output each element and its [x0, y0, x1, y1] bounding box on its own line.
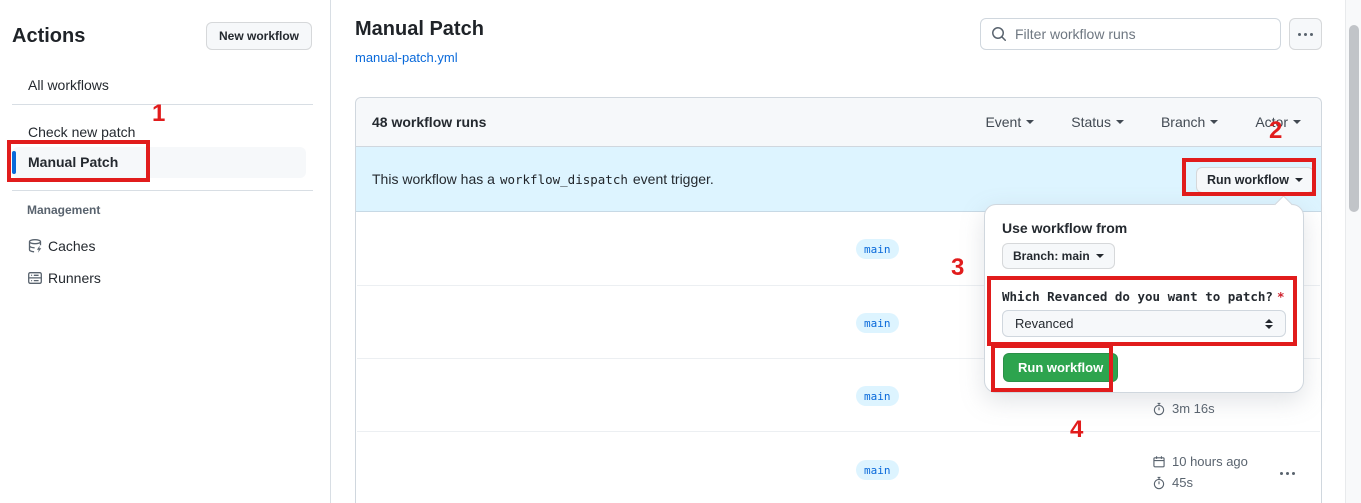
select-arrows-icon	[1265, 318, 1273, 329]
page-title: Manual Patch	[355, 18, 484, 40]
runs-panel-header: 48 workflow runs Event Status Branch Act…	[356, 98, 1321, 147]
run-workflow-popup: Use workflow from Branch: main Which Rev…	[984, 195, 1304, 393]
sidebar-title: Actions	[12, 25, 86, 47]
chevron-down-icon	[1294, 178, 1303, 186]
filter-event[interactable]: Event	[985, 114, 1035, 130]
runs-count: 48 workflow runs	[372, 114, 487, 130]
run-workflow-dropdown-button[interactable]: Run workflow	[1196, 167, 1314, 193]
sidebar-item-runners[interactable]: Runners	[12, 264, 306, 292]
chevron-down-icon	[1026, 120, 1035, 128]
filter-runs-searchbox[interactable]	[980, 18, 1281, 50]
actions-sidebar: Actions New workflow All workflows Check…	[0, 0, 331, 503]
filter-branch[interactable]: Branch	[1161, 114, 1219, 130]
run-duration: 3m 16s	[1152, 401, 1215, 416]
branch-badge[interactable]: main	[856, 386, 899, 406]
new-workflow-button[interactable]: New workflow	[206, 22, 313, 50]
run-duration: 45s	[1152, 475, 1193, 490]
branch-badge[interactable]: main	[856, 239, 899, 259]
sidebar-item-label: Caches	[48, 238, 96, 254]
chevron-down-icon	[1115, 120, 1124, 128]
kebab-icon	[1280, 472, 1295, 475]
stopwatch-icon	[1153, 402, 1165, 415]
filter-status[interactable]: Status	[1071, 114, 1124, 130]
sidebar-item-label: Runners	[48, 270, 101, 286]
management-section-label: Management	[27, 203, 101, 217]
banner-text: event trigger.	[632, 171, 714, 187]
sidebar-item-caches[interactable]: Caches	[12, 232, 306, 260]
workflow-options-kebab-button[interactable]	[1289, 18, 1322, 50]
row-divider	[357, 285, 1320, 286]
popup-heading: Use workflow from	[1002, 220, 1128, 236]
row-divider	[357, 358, 1320, 359]
page-scrollbar[interactable]	[1345, 0, 1361, 503]
sidebar-item-check-new-patch[interactable]: Check new patch	[28, 124, 136, 140]
chevron-down-icon	[1210, 120, 1219, 128]
banner-text: This workflow has a	[372, 171, 495, 187]
branch-badge[interactable]: main	[856, 313, 899, 333]
workflow-input-label: Which Revanced do you want to patch?*	[1002, 289, 1285, 304]
revanced-select[interactable]: Revanced	[1002, 310, 1286, 337]
run-start-time: 10 hours ago	[1152, 454, 1248, 469]
branch-selector-button[interactable]: Branch: main	[1002, 243, 1115, 269]
calendar-icon	[1153, 455, 1165, 467]
select-value: Revanced	[1015, 316, 1074, 331]
runs-filters: Event Status Branch Actor	[985, 114, 1305, 130]
cache-database-icon	[27, 238, 43, 254]
search-input[interactable]	[1015, 26, 1270, 42]
kebab-icon	[1298, 32, 1313, 36]
branch-badge[interactable]: main	[856, 460, 899, 480]
run-workflow-submit-button[interactable]: Run workflow	[1003, 353, 1119, 382]
scrollbar-thumb[interactable]	[1349, 25, 1359, 212]
workflow-dispatch-banner: This workflow has a workflow_dispatch ev…	[356, 147, 1321, 212]
stopwatch-icon	[1153, 476, 1165, 489]
chevron-down-icon	[1293, 120, 1301, 128]
sidebar-divider	[12, 190, 313, 191]
workflow-file-link[interactable]: manual-patch.yml	[355, 50, 458, 65]
chevron-down-icon	[1095, 254, 1104, 262]
row-divider	[357, 431, 1320, 432]
required-asterisk: *	[1276, 289, 1285, 304]
sidebar-item-all-workflows[interactable]: All workflows	[28, 77, 109, 93]
runners-icon	[27, 270, 43, 286]
sidebar-divider	[12, 104, 313, 105]
run-kebab-button[interactable]	[1280, 462, 1295, 480]
sidebar-item-manual-patch[interactable]: Manual Patch	[12, 147, 306, 178]
search-icon	[991, 26, 1007, 42]
banner-code: workflow_dispatch	[499, 171, 628, 187]
filter-actor[interactable]: Actor	[1255, 114, 1301, 130]
